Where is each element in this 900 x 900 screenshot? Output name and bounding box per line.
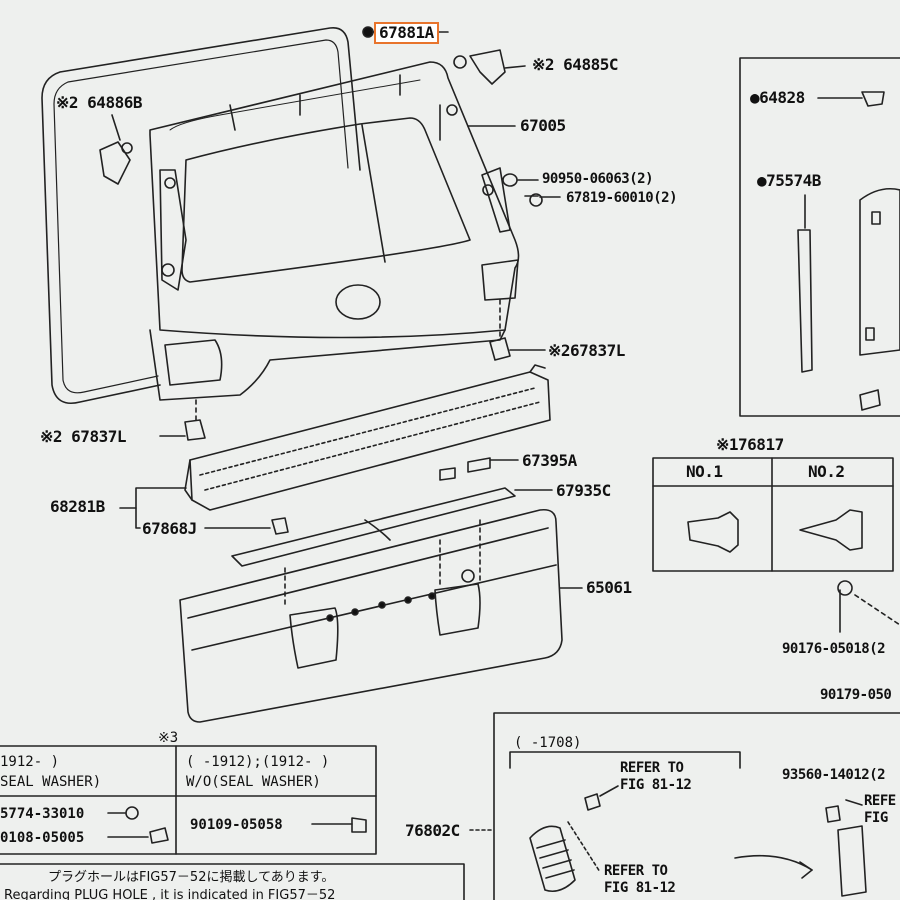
washer-head-left-1: 1912- ) — [0, 754, 60, 770]
clip-table-col2: NO.2 — [808, 462, 845, 481]
back-door-panel-67005 — [149, 61, 520, 401]
note-box — [0, 863, 465, 900]
hinge-64885C — [469, 49, 506, 85]
label-67395A[interactable]: 67395A — [522, 451, 577, 470]
weatherstrip-67881A — [41, 26, 361, 404]
label-64828[interactable]: ●64828 — [750, 88, 805, 107]
washer-head-left-2: SEAL WASHER) — [0, 774, 102, 790]
note-japanese: プラグホールはFIG57－52に掲載してあります。 — [48, 870, 335, 885]
label-75574B[interactable]: ●75574B — [757, 171, 821, 190]
refer-to-1[interactable]: REFER TO — [620, 760, 684, 776]
label-90950[interactable]: 90950-06063(2) — [542, 171, 654, 187]
strip-67935C — [231, 487, 516, 567]
range-label-1708: ( -1708) — [514, 735, 582, 751]
washer-table — [0, 745, 377, 855]
refer-to-3[interactable]: REFE — [864, 793, 896, 809]
label-90176[interactable]: 90176-05018(2 — [782, 641, 886, 657]
label-68281B[interactable]: 68281B — [50, 497, 105, 516]
clip-67868J — [271, 517, 289, 535]
clip-table-col1: NO.1 — [686, 462, 723, 481]
label-90179[interactable]: 90179-050 — [820, 687, 892, 703]
label-67005[interactable]: 67005 — [520, 116, 566, 135]
fig-ref-3[interactable]: FIG — [864, 810, 888, 826]
washer-head-right-2: W/O(SEAL WASHER) — [186, 774, 321, 790]
washer-row-left-2[interactable]: 0108-05005 — [0, 830, 85, 846]
note-english: Regarding PLUG HOLE , it is indicated in… — [4, 888, 336, 900]
inset-box-right — [739, 57, 900, 417]
hinge-64886B — [99, 141, 131, 185]
label-76802C[interactable]: 76802C — [405, 821, 460, 840]
label-67837L-left[interactable]: ※2 67837L — [40, 427, 126, 446]
washer-row-left-1[interactable]: 5774-33010 — [0, 806, 85, 822]
fig-ref-2[interactable]: FIG 81-12 — [604, 880, 676, 896]
label-93560[interactable]: 93560-14012(2 — [782, 767, 886, 783]
label-64885C[interactable]: ※2 64885C — [532, 55, 618, 74]
clip-67837L-right — [489, 337, 511, 361]
label-64886B[interactable]: ※2 64886B — [56, 93, 142, 112]
clip-67837L-left — [184, 419, 206, 441]
inset-box-bottom — [493, 712, 900, 900]
refer-to-2[interactable]: REFER TO — [604, 863, 668, 879]
label-67868J[interactable]: 67868J — [142, 519, 197, 538]
clip-table-76817 — [652, 457, 894, 572]
outer-garnish-65061 — [179, 508, 583, 723]
label-76817[interactable]: ※176817 — [716, 435, 784, 454]
washer-table-mark: ※3 — [158, 730, 179, 746]
label-67819[interactable]: 67819-60010(2) — [566, 190, 678, 206]
washer-head-right-1: ( -1912);(1912- ) — [186, 754, 330, 770]
label-67881A[interactable]: 67881A — [374, 22, 439, 44]
fig-ref-1[interactable]: FIG 81-12 — [620, 777, 692, 793]
weatherstrip-75574B — [797, 229, 813, 373]
label-67935C[interactable]: 67935C — [556, 481, 611, 500]
label-65061[interactable]: 65061 — [586, 578, 632, 597]
washer-row-right-1[interactable]: 90109-05058 — [190, 817, 283, 833]
label-67837L-right[interactable]: ※267837L — [548, 341, 625, 360]
